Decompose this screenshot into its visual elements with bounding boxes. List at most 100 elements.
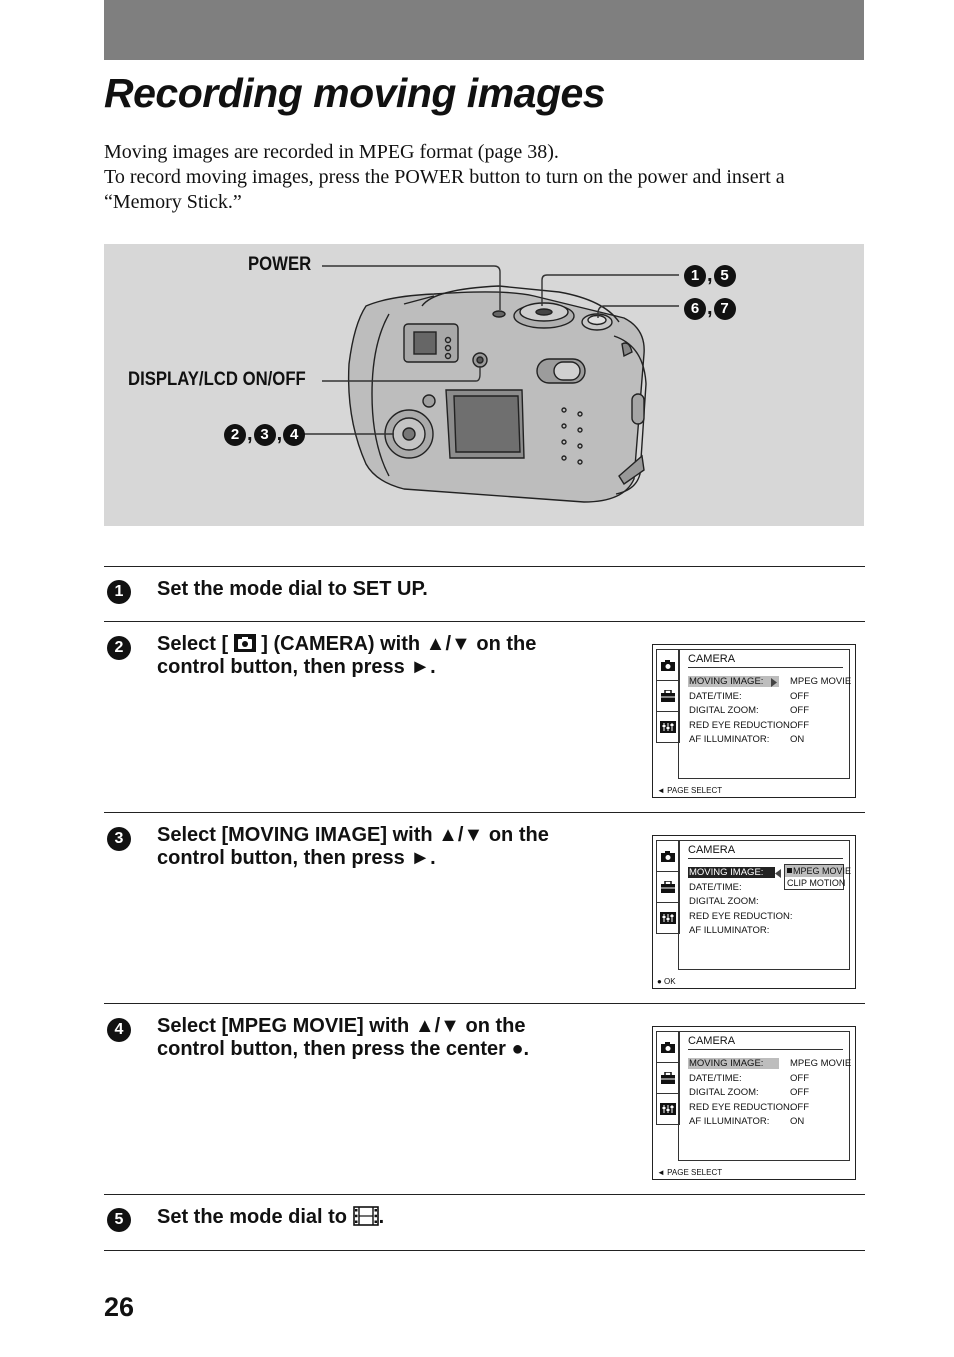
menu-value: OFF: [790, 705, 809, 716]
header-underline: [688, 1049, 843, 1050]
screen-tabs: [656, 1031, 680, 1159]
camera-icon: [661, 659, 675, 671]
menu-value: OFF: [790, 1102, 809, 1113]
menu-row: RED EYE REDUCTION:: [689, 1102, 793, 1113]
step-text-part: Select [: [157, 633, 234, 655]
divider: [104, 621, 865, 622]
menu-row: DATE/TIME:: [689, 691, 742, 702]
divider: [104, 812, 865, 813]
selected-marker-icon: [787, 868, 792, 873]
marker-group-6-7: 6,7: [684, 297, 736, 320]
camera-illustration: [304, 265, 679, 503]
step-4-text: Select [MPEG MOVIE] with ▲/▼ on the cont…: [157, 1015, 529, 1061]
menu-row: DIGITAL ZOOM:: [689, 705, 759, 716]
step-number: 3: [107, 827, 131, 851]
option-selected: MPEG MOVIE: [785, 865, 851, 877]
step-text-part: Set the mode dial to: [157, 1206, 353, 1228]
screen-header: CAMERA: [688, 844, 736, 856]
screen-tabs: [656, 649, 680, 777]
page-title: Recording moving images: [104, 70, 606, 116]
screen-tabs: [656, 840, 680, 968]
screen-pane: CAMERA MOVING IMAGE: DATE/TIME: DIGITAL …: [678, 1031, 851, 1161]
menu-row: MOVING IMAGE:: [688, 867, 776, 878]
header-underline: [688, 858, 843, 859]
step-number: 1: [107, 580, 131, 604]
camera-tab: [656, 1031, 680, 1062]
step-text-part: ] (CAMERA) with ▲/▼ on the: [255, 633, 537, 655]
menu-row-label-selected: MOVING IMAGE:: [688, 1058, 780, 1069]
menu-row: DIGITAL ZOOM:: [689, 1087, 759, 1098]
triangle-right-icon: [771, 678, 777, 687]
marker-4: 4: [283, 423, 306, 446]
screen-footer: ◄ PAGE SELECT: [657, 786, 723, 795]
marker-2: 2: [224, 423, 246, 446]
marker-separator: ,: [707, 264, 713, 286]
menu-row: RED EYE REDUCTION:: [689, 720, 793, 731]
divider: [104, 1194, 865, 1195]
step-1-text: Set the mode dial to SET UP.: [157, 578, 428, 600]
settings-icon: [660, 1103, 676, 1115]
toolbox-icon: [661, 1072, 675, 1084]
screen-footer: ◄ PAGE SELECT: [657, 1168, 723, 1177]
menu-row: RED EYE REDUCTION:: [689, 911, 793, 922]
menu-row: DATE/TIME:: [689, 882, 742, 893]
settings-tab: [656, 1093, 680, 1125]
header-bar: [104, 0, 864, 60]
header-underline: [688, 667, 843, 668]
toolbox-icon: [661, 881, 675, 893]
step-3-line-1: Select [MOVING IMAGE] with ▲/▼ on the: [157, 824, 549, 846]
camera-tab: [656, 649, 680, 680]
menu-value: MPEG MOVIE: [790, 676, 852, 687]
step-4-line-2: control button, then press the center ●.: [157, 1038, 530, 1060]
marker-5: 5: [713, 264, 736, 287]
divider: [104, 1003, 865, 1004]
intro-line: To record moving images, press the POWER…: [104, 166, 785, 188]
divider: [104, 1250, 865, 1251]
settings-tab: [656, 711, 680, 743]
marker-separator: ,: [276, 423, 283, 445]
menu-row: MOVING IMAGE:: [688, 1058, 780, 1069]
marker-separator: ,: [707, 297, 713, 319]
step-3-line-2: control button, then press ►.: [157, 847, 436, 869]
camera-tab: [656, 840, 680, 871]
menu-row: AF ILLUMINATOR:: [689, 734, 770, 745]
menu-row: DATE/TIME:: [689, 1073, 742, 1084]
step-number: 5: [107, 1208, 131, 1232]
menu-screen-step-2: CAMERA MOVING IMAGE: DATE/TIME: DIGITAL …: [652, 644, 856, 798]
screen-header: CAMERA: [688, 1035, 736, 1047]
camera-icon: [661, 1041, 675, 1053]
intro-line: “Memory Stick.”: [104, 191, 242, 213]
intro-text: Moving images are recorded in MPEG forma…: [104, 140, 874, 215]
triangle-left-icon: [775, 869, 781, 878]
screen-pane: CAMERA MOVING IMAGE: DATE/TIME: DIGITAL …: [678, 840, 851, 970]
step-3-text: Select [MOVING IMAGE] with ▲/▼ on the co…: [157, 824, 549, 870]
step-text-part: .: [378, 1206, 385, 1228]
camera-figure: POWER DISPLAY/LCD ON/OFF 1,5 6,7 2,3,4: [104, 244, 864, 526]
toolbox-icon: [661, 690, 675, 702]
menu-row: AF ILLUMINATOR:: [689, 1116, 770, 1127]
option-popup: MPEG MOVIE CLIP MOTION: [784, 864, 851, 890]
menu-value: OFF: [790, 691, 809, 702]
camera-icon: [661, 850, 675, 862]
menu-row: MOVING IMAGE:: [688, 676, 780, 687]
option: CLIP MOTION: [787, 878, 846, 888]
step-5-text: Set the mode dial to .: [157, 1206, 384, 1229]
screen-footer: ● OK: [657, 977, 676, 986]
step-number: 4: [107, 1018, 131, 1042]
menu-row-label-active: MOVING IMAGE:: [688, 867, 776, 878]
power-callout: POWER: [248, 254, 312, 275]
menu-screen-step-4: CAMERA MOVING IMAGE: DATE/TIME: DIGITAL …: [652, 1026, 856, 1180]
menu-screen-step-3: CAMERA MOVING IMAGE: DATE/TIME: DIGITAL …: [652, 835, 856, 989]
settings-tab: [656, 902, 680, 934]
menu-row-label-selected: MOVING IMAGE:: [688, 676, 780, 687]
toolbox-tab: [656, 680, 680, 711]
settings-icon: [660, 912, 676, 924]
menu-value: OFF: [790, 1073, 809, 1084]
screen-pane: CAMERA MOVING IMAGE: DATE/TIME: DIGITAL …: [678, 649, 852, 779]
menu-row: DIGITAL ZOOM:: [689, 896, 759, 907]
marker-group-2-3-4: 2,3,4: [224, 423, 306, 446]
marker-group-1-5: 1,5: [684, 264, 736, 287]
camera-icon: [233, 634, 256, 652]
option-label: MPEG MOVIE: [793, 866, 852, 876]
marker-3: 3: [253, 423, 276, 446]
